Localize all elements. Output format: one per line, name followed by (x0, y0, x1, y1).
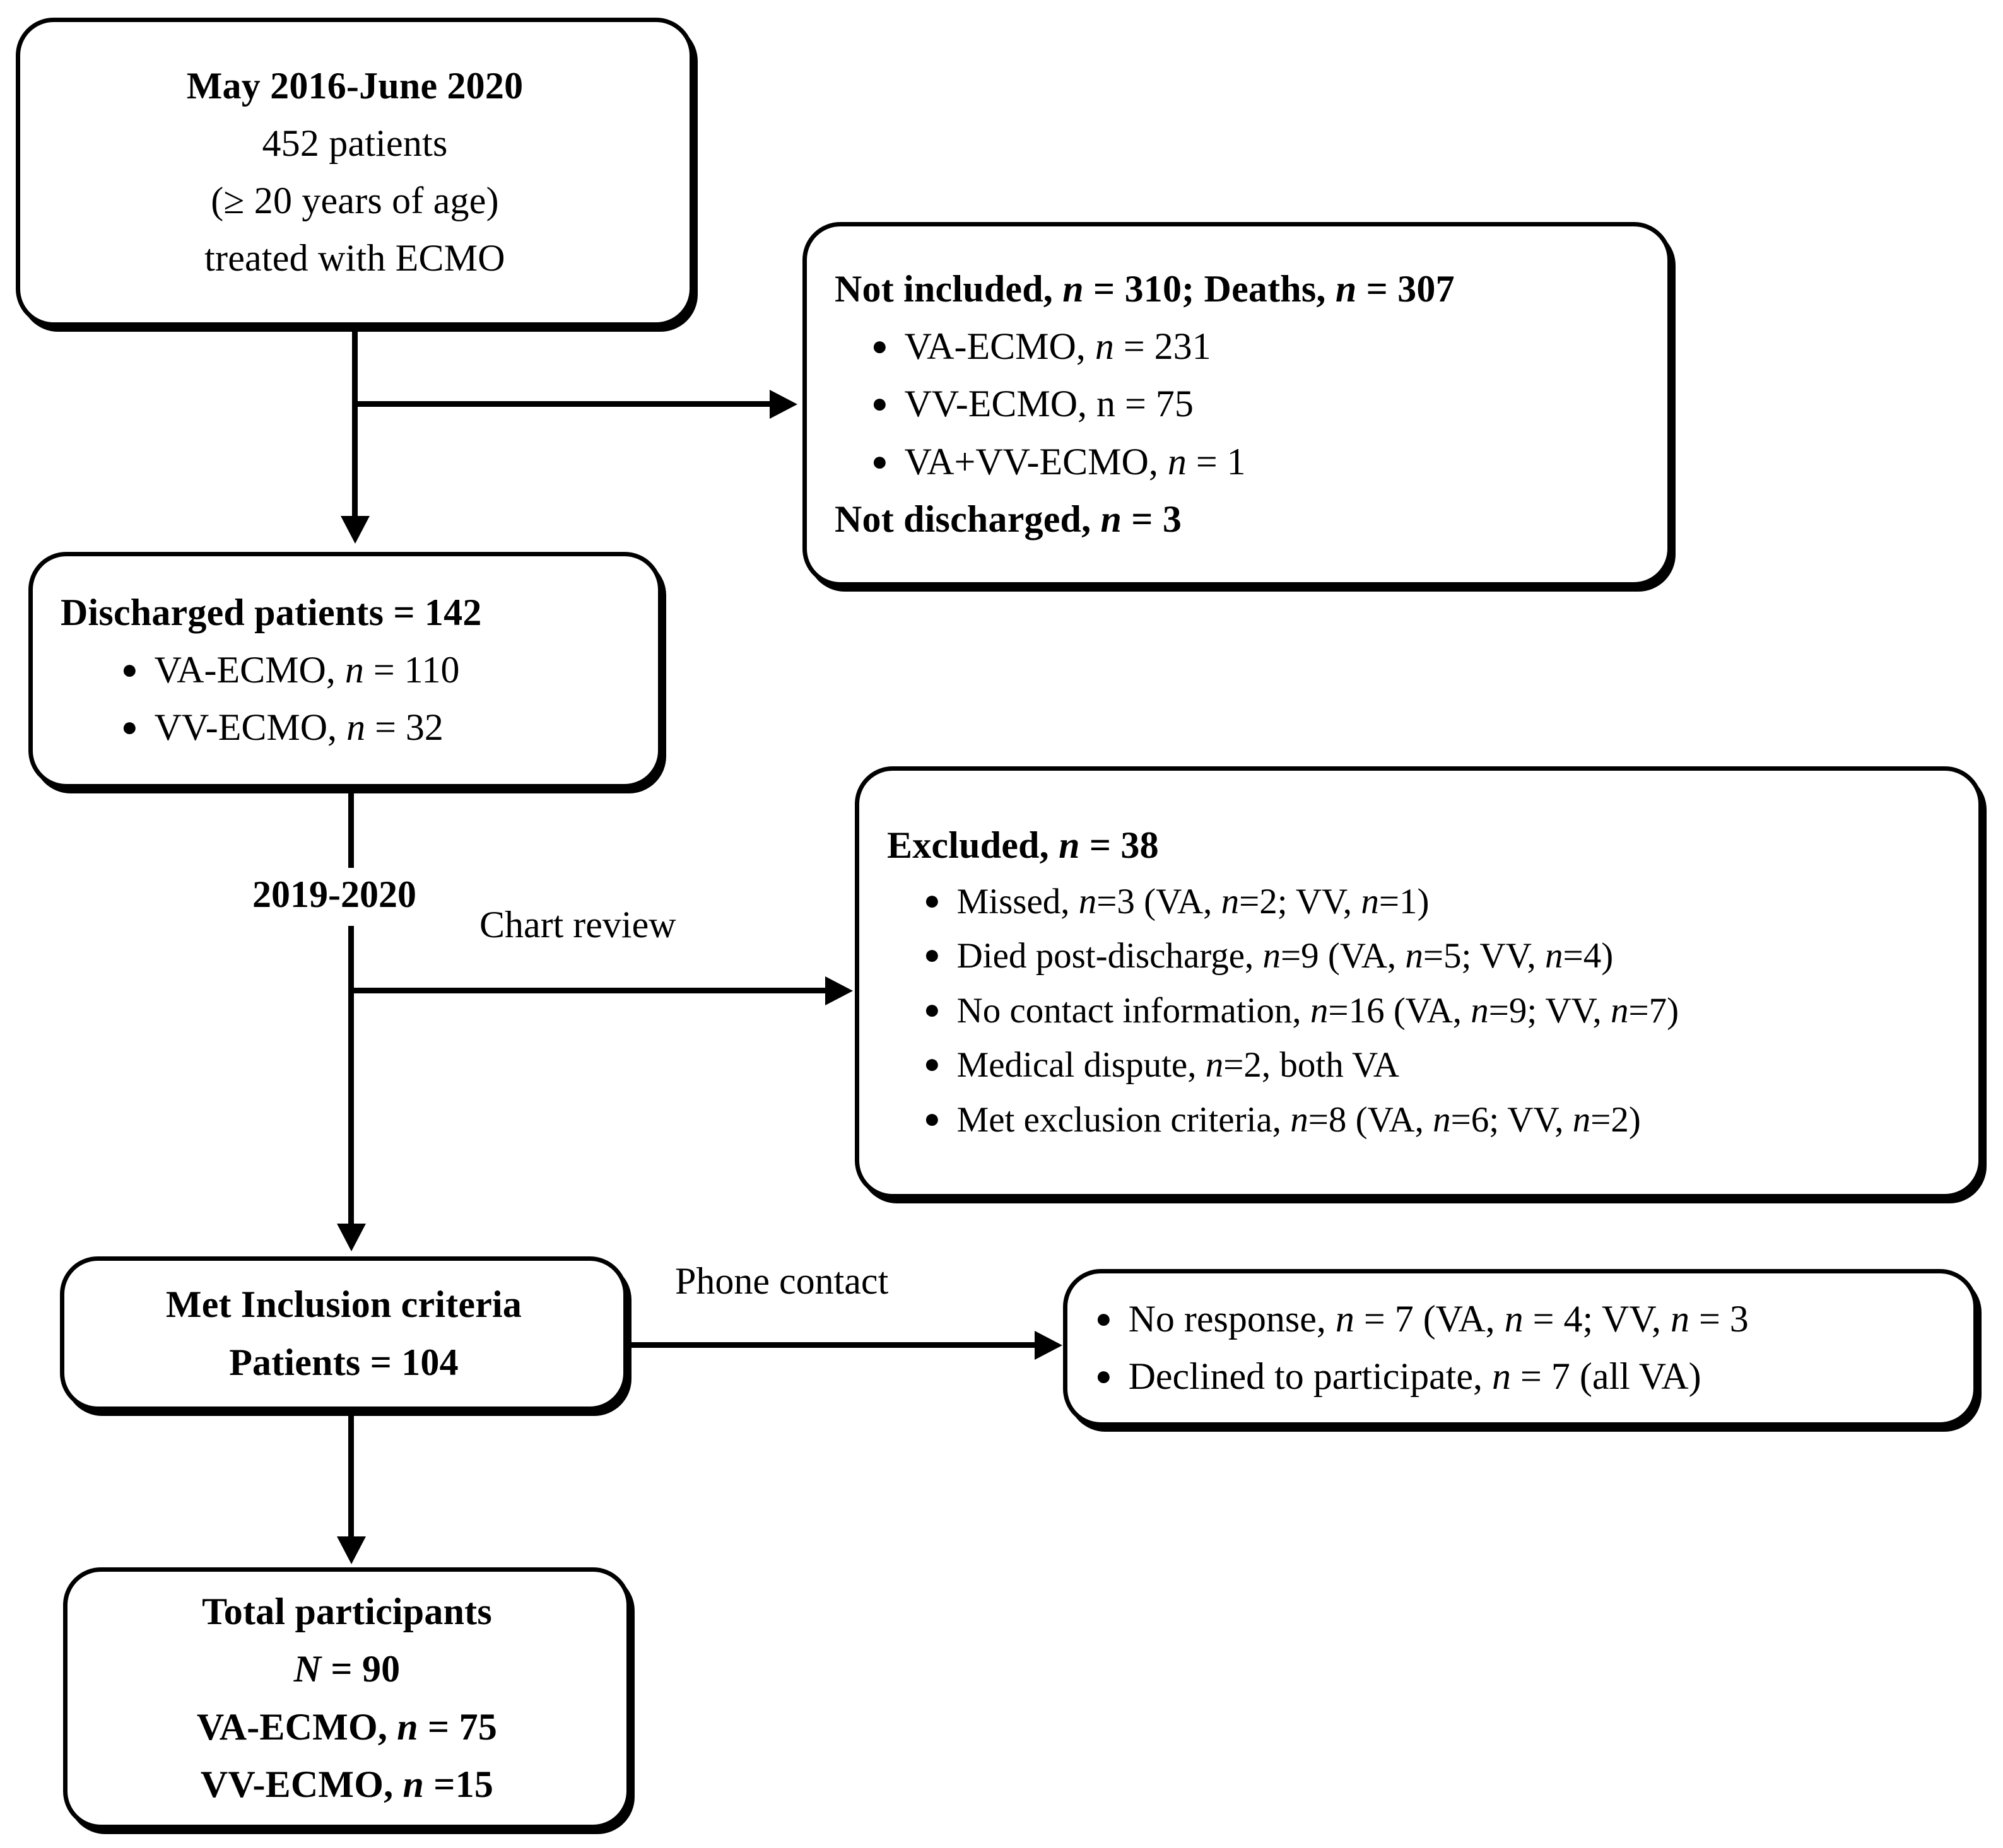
excluded-bullet-3: No contact information, n=16 (VA, n=9; V… (956, 990, 1679, 1031)
bullet-icon: ● (924, 993, 941, 1025)
discharged-header: Discharged patients = 142 (61, 591, 482, 633)
not-included-header-b: = 310; Deaths, (1083, 268, 1336, 310)
list-item: ● VV-ECMO, n = 75 (835, 375, 1640, 433)
not-included-footer: Not discharged, n = 3 (835, 498, 1182, 540)
bullet-icon: ● (871, 330, 888, 362)
bullet-icon: ● (924, 1103, 941, 1135)
total-participants-box: Total participants N = 90 VA-ECMO, n = 7… (63, 1567, 631, 1829)
enrollment-line-1: May 2016-June 2020 (186, 64, 524, 107)
arrow-to-excluded (825, 976, 853, 1005)
arrow-to-no-response (1035, 1331, 1062, 1360)
edge-label-phone-contact: Phone contact (675, 1260, 889, 1302)
total-line-1: Total participants (202, 1591, 492, 1633)
excluded-bullet-list: ● Missed, n=3 (VA, n=2; VV, n=1) ● Died … (887, 875, 1951, 1148)
list-item: ● Missed, n=3 (VA, n=2; VV, n=1) (887, 875, 1951, 930)
list-item: ● VV-ECMO, n = 32 (61, 699, 630, 756)
arrow-discharged-to-inclusion (337, 1224, 366, 1251)
not-included-bullet-2: VV-ECMO, n = 75 (904, 383, 1194, 425)
total-line-2: N = 90 (293, 1648, 401, 1690)
not-included-bullet-list: ● VA-ECMO, n = 231 ● VV-ECMO, n = 75 ● V… (835, 318, 1640, 491)
connector-discharged-to-excluded (348, 988, 828, 993)
bullet-icon: ● (871, 445, 888, 477)
discharged-bullet-1: VA-ECMO, n = 110 (154, 648, 460, 691)
inclusion-line-2: Patients = 104 (229, 1341, 459, 1383)
not-included-box: Not included, n = 310; Deaths, n = 307 ●… (802, 222, 1672, 587)
list-item: ● No contact information, n=16 (VA, n=9;… (887, 984, 1951, 1039)
enrollment-line-2: 452 patients (262, 122, 448, 164)
excluded-header: Excluded, n = 38 (887, 824, 1159, 867)
bullet-icon: ● (871, 388, 888, 419)
bullet-icon: ● (1095, 1302, 1112, 1334)
total-line-4: VV-ECMO, n =15 (200, 1763, 494, 1805)
connector-discharged-trunk-upper (348, 793, 354, 868)
enrollment-line-4: treated with ECMO (204, 237, 505, 279)
discharged-bullet-list: ● VA-ECMO, n = 110 ● VV-ECMO, n = 32 (61, 641, 630, 756)
not-included-header-a: Not included, (835, 268, 1063, 310)
no-response-bullet-list: ● No response, n = 7 (VA, n = 4; VV, n =… (1095, 1290, 1946, 1405)
arrow-inclusion-to-total (337, 1536, 366, 1564)
not-included-bullet-3: VA+VV-ECMO, n = 1 (904, 440, 1246, 482)
no-response-box: ● No response, n = 7 (VA, n = 4; VV, n =… (1063, 1269, 1978, 1427)
no-response-bullet-1: No response, n = 7 (VA, n = 4; VV, n = 3 (1128, 1297, 1749, 1340)
enrollment-line-3: (≥ 20 years of age) (211, 180, 499, 221)
excluded-bullet-2: Died post-discharge, n=9 (VA, n=5; VV, n… (956, 936, 1614, 976)
excluded-bullet-1: Missed, n=3 (VA, n=2; VV, n=1) (956, 881, 1430, 921)
edge-label-period: 2019-2020 (252, 874, 416, 915)
list-item: ● VA+VV-ECMO, n = 1 (835, 433, 1640, 491)
bullet-icon: ● (1095, 1360, 1112, 1391)
bullet-icon: ● (924, 884, 941, 916)
excluded-bullet-4: Medical dispute, n=2, both VA (956, 1045, 1399, 1085)
bullet-icon: ● (924, 939, 941, 971)
inclusion-line-1: Met Inclusion criteria (165, 1284, 522, 1326)
list-item: ● Died post-discharge, n=9 (VA, n=5; VV,… (887, 929, 1951, 984)
arrow-enrollment-to-discharged (341, 516, 370, 544)
connector-inclusion-to-no-response (628, 1342, 1038, 1348)
not-included-bullet-1: VA-ECMO, n = 231 (904, 325, 1211, 368)
arrow-to-not-included (770, 390, 797, 419)
connector-enrollment-to-not-included (352, 401, 772, 407)
connector-inclusion-trunk (348, 1415, 354, 1538)
list-item: ● Medical dispute, n=2, both VA (887, 1038, 1951, 1093)
excluded-box: Excluded, n = 38 ● Missed, n=3 (VA, n=2;… (855, 766, 1983, 1198)
list-item: ● VA-ECMO, n = 110 (61, 641, 630, 699)
list-item: ● No response, n = 7 (VA, n = 4; VV, n =… (1095, 1290, 1946, 1348)
met-inclusion-criteria-box: Met Inclusion criteria Patients = 104 (60, 1256, 628, 1411)
discharged-bullet-2: VV-ECMO, n = 32 (154, 706, 443, 749)
list-item: ● VA-ECMO, n = 231 (835, 318, 1640, 375)
total-line-3: VA-ECMO, n = 75 (196, 1705, 498, 1748)
not-included-header: Not included, n = 310; Deaths, n = 307 (835, 268, 1455, 310)
list-item: ● Declined to participate, n = 7 (all VA… (1095, 1348, 1946, 1405)
discharged-patients-box: Discharged patients = 142 ● VA-ECMO, n =… (28, 552, 662, 788)
connector-discharged-trunk-lower (348, 926, 354, 1241)
bullet-icon: ● (924, 1048, 941, 1080)
no-response-bullet-2: Declined to participate, n = 7 (all VA) (1128, 1355, 1701, 1397)
connector-enrollment-trunk (352, 331, 358, 517)
enrollment-box: May 2016-June 2020 452 patients (≥ 20 ye… (16, 18, 694, 327)
list-item: ● Met exclusion criteria, n=8 (VA, n=6; … (887, 1093, 1951, 1148)
bullet-icon: ● (121, 711, 138, 743)
excluded-bullet-5: Met exclusion criteria, n=8 (VA, n=6; VV… (956, 1100, 1641, 1140)
edge-label-chart-review: Chart review (479, 904, 676, 945)
bullet-icon: ● (121, 653, 138, 685)
not-included-header-c: = 307 (1356, 268, 1455, 310)
